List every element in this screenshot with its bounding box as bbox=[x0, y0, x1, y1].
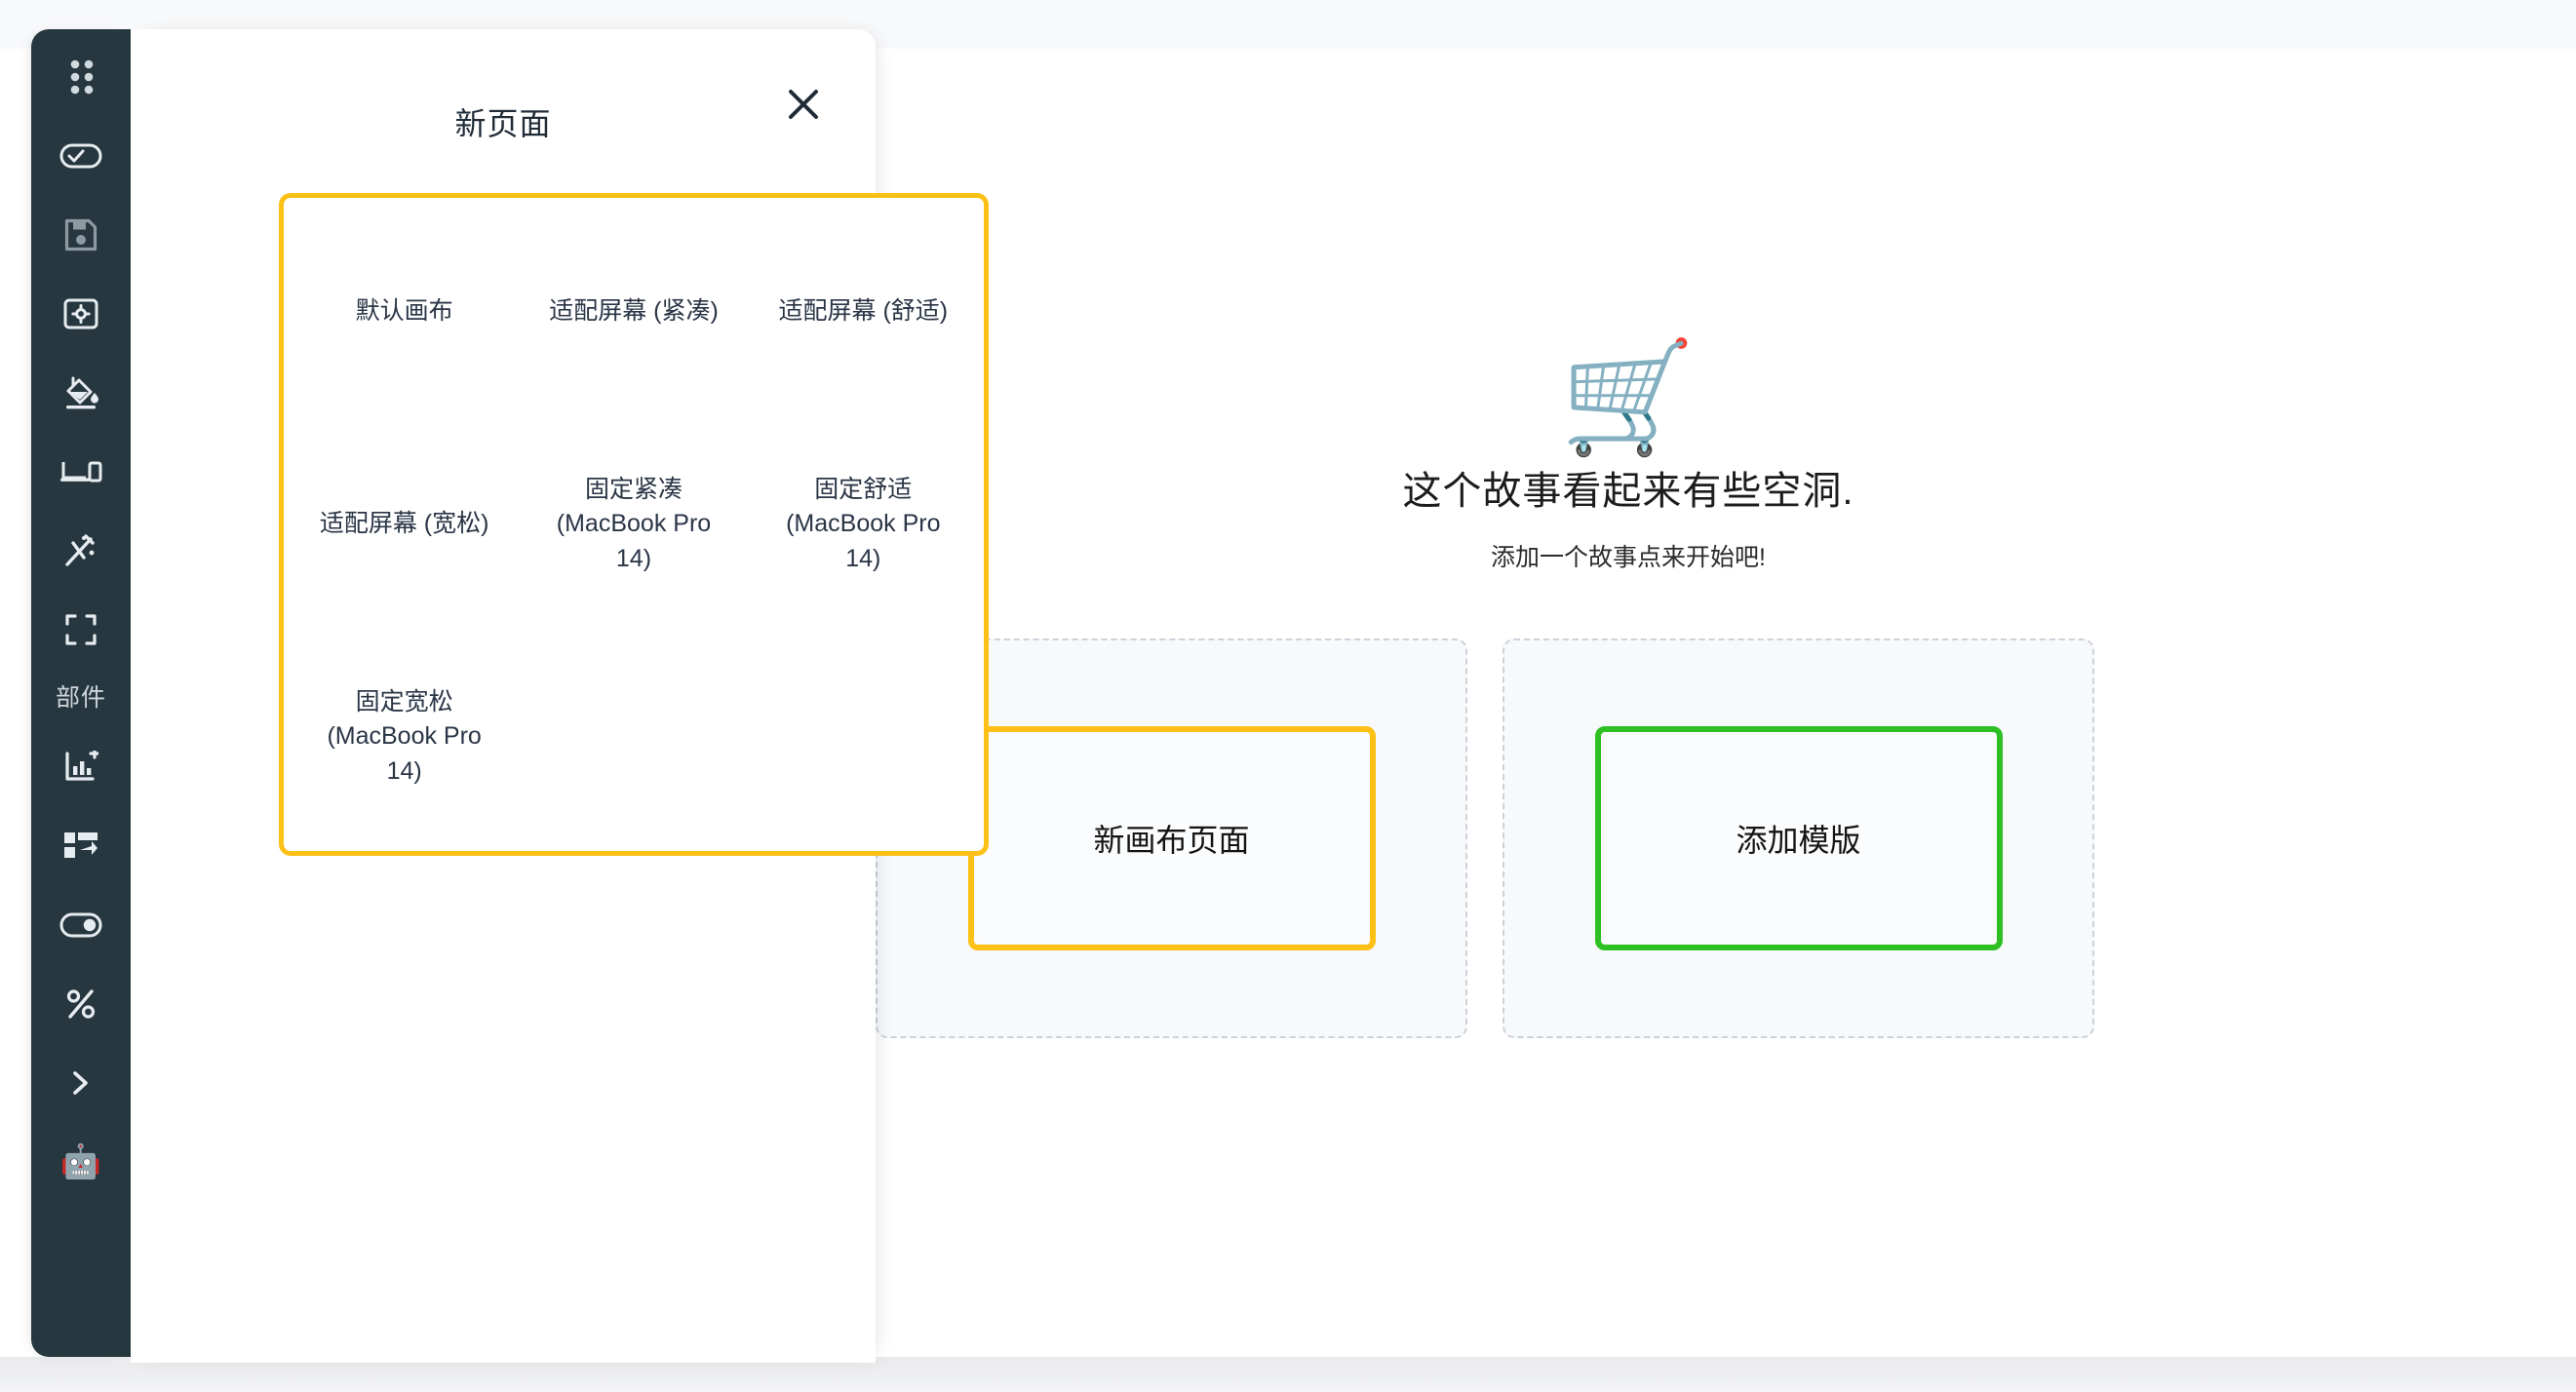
sidebar-item-toggle-switch[interactable] bbox=[31, 885, 131, 964]
sidebar-item-drag-handle[interactable] bbox=[31, 37, 131, 116]
new-canvas-page-label: 新画布页面 bbox=[1093, 823, 1250, 858]
new-canvas-page-button[interactable]: 新画布页面 bbox=[967, 726, 1376, 950]
sidebar: 部件 bbox=[31, 29, 131, 1357]
toggle-switch-icon bbox=[59, 912, 102, 938]
chevron-right-icon bbox=[68, 1068, 94, 1098]
layout-option-fit-screen-compact[interactable]: 适配屏幕 (紧凑) bbox=[549, 297, 719, 326]
empty-state: 🛒 这个故事看起来有些空洞. 添加一个故事点来开始吧! bbox=[1102, 343, 2155, 573]
paint-bucket-icon bbox=[61, 374, 100, 411]
magic-wand-icon bbox=[62, 532, 99, 569]
add-template-label: 添加模版 bbox=[1736, 823, 1861, 858]
sidebar-item-settings[interactable] bbox=[31, 274, 131, 353]
devices-icon bbox=[59, 458, 102, 485]
empty-state-title: 这个故事看起来有些空洞. bbox=[1402, 470, 1854, 513]
layout-option-fit-screen-spacious[interactable]: 适配屏幕 (宽松) bbox=[319, 510, 489, 538]
stage-bottom-band bbox=[0, 1357, 2576, 1392]
sidebar-item-fullscreen[interactable] bbox=[31, 590, 131, 669]
sidebar-item-devices[interactable] bbox=[31, 432, 131, 511]
empty-state-subtitle: 添加一个故事点来开始吧! bbox=[1491, 544, 1766, 571]
sidebar-item-save[interactable] bbox=[31, 195, 131, 274]
sidebar-item-toggle-check[interactable] bbox=[31, 116, 131, 195]
layout-option-default-canvas[interactable]: 默认画布 bbox=[355, 297, 453, 326]
layout-option-grid: 默认画布 适配屏幕 (紧凑) 适配屏幕 (舒适) 适配屏幕 (宽松) 固定紧凑 … bbox=[279, 193, 989, 856]
save-floppy-icon bbox=[63, 217, 98, 252]
layout-swap-icon bbox=[62, 831, 99, 862]
new-page-panel: 新页面 默认画布 适配屏幕 (紧凑) 适配屏幕 (舒适) 适配屏幕 (宽松) 固… bbox=[131, 29, 989, 1363]
sidebar-item-paint-bucket[interactable] bbox=[31, 353, 131, 432]
drag-handle-dots-icon bbox=[64, 58, 98, 97]
layout-option-fixed-comfort[interactable]: 固定舒适 (MacBook Pro 14) bbox=[786, 475, 941, 572]
sidebar-item-layout-swap[interactable] bbox=[31, 806, 131, 885]
shopping-cart-icon: 🛒 bbox=[1560, 336, 1697, 458]
action-card-row: 新画布页面 添加模版 bbox=[876, 638, 2094, 1038]
sidebar-item-assistant[interactable]: 🤖 bbox=[31, 1122, 131, 1201]
fullscreen-icon bbox=[64, 613, 98, 646]
close-icon bbox=[786, 87, 821, 125]
sidebar-item-expand[interactable] bbox=[31, 1043, 131, 1122]
close-button[interactable] bbox=[776, 78, 831, 133]
robot-emoji-icon: 🤖 bbox=[59, 1142, 102, 1180]
percent-icon bbox=[64, 987, 98, 1021]
layout-option-fixed-compact[interactable]: 固定紧凑 (MacBook Pro 14) bbox=[556, 475, 712, 572]
add-template-button[interactable]: 添加模版 bbox=[1594, 726, 2003, 950]
dropzone-add-template[interactable]: 添加模版 bbox=[1503, 638, 2094, 1038]
layout-option-fixed-spacious[interactable]: 固定宽松 (MacBook Pro 14) bbox=[327, 687, 482, 785]
toggle-check-icon bbox=[59, 143, 102, 169]
add-chart-icon bbox=[63, 750, 98, 784]
sidebar-item-magic-wand[interactable] bbox=[31, 511, 131, 590]
sidebar-item-percent[interactable] bbox=[31, 964, 131, 1043]
layout-option-fit-screen-comfort[interactable]: 适配屏幕 (舒适) bbox=[778, 297, 949, 326]
sidebar-section-label: 部件 bbox=[55, 684, 106, 712]
sidebar-item-add-chart[interactable] bbox=[31, 727, 131, 806]
panel-title: 新页面 bbox=[454, 106, 552, 141]
settings-frame-icon bbox=[63, 298, 98, 329]
